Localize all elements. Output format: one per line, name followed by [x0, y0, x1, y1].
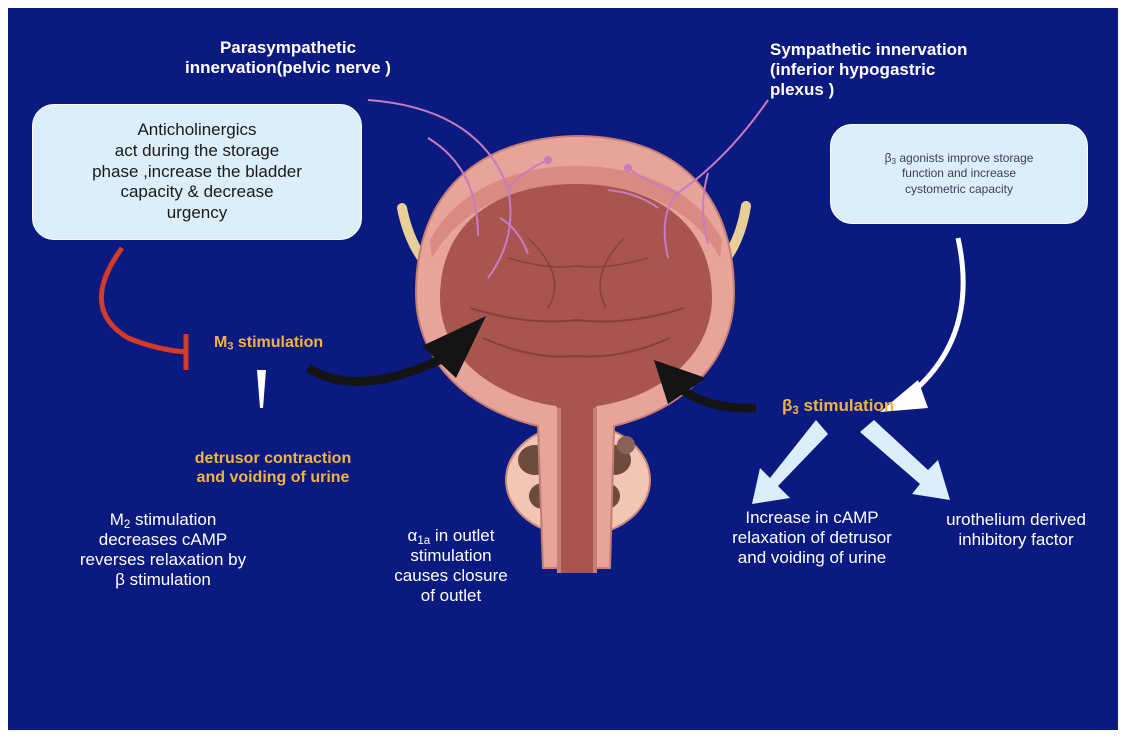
urothelium-line1: urothelium derived [926, 510, 1106, 530]
anticholinergics-line1: Anticholinergics [92, 120, 302, 141]
m2-line1: stimulation [130, 510, 216, 529]
m2-line3: reverses relaxation by [48, 550, 278, 570]
parasympathetic-label: Parasympathetic innervation(pelvic nerve… [178, 38, 398, 78]
urothelium-text: urothelium derived inhibitory factor [926, 510, 1106, 550]
sympathetic-line1: Sympathetic innervation [770, 40, 1040, 60]
camp-line3: and voiding of urine [702, 548, 922, 568]
beta-agonist-line3: cystometric capacity [885, 182, 1034, 198]
b3-rest: stimulation [799, 396, 894, 415]
anticholinergics-line4: capacity & decrease [92, 182, 302, 203]
detrusor-line1: detrusor contraction [168, 450, 378, 469]
beta-agonist-line2: function and increase [885, 166, 1034, 182]
parasympathetic-line1: Parasympathetic [178, 38, 398, 58]
m3-down-arrow [257, 370, 266, 408]
b3-to-bladder-arrow [680, 388, 756, 408]
m2-stimulation-text: M2 stimulation decreases cAMP reverses r… [48, 510, 278, 590]
m3-rest: stimulation [233, 334, 323, 351]
beta-agonist-box: β3 agonists improve storage function and… [830, 124, 1088, 224]
sympathetic-line2: (inferior hypogastric [770, 60, 1040, 80]
camp-line2: relaxation of detrusor [702, 528, 922, 548]
m2-line2: decreases cAMP [48, 530, 278, 550]
urethra [561, 408, 593, 573]
anticholinergics-line2: act during the storage [92, 141, 302, 162]
anticholinergics-box: Anticholinergics act during the storage … [32, 104, 362, 240]
urothelium-line2: inhibitory factor [926, 530, 1106, 550]
b3-to-camp-arrow [752, 420, 828, 504]
parasympathetic-line2: innervation(pelvic nerve ) [178, 58, 398, 78]
beta-agonist-line1: agonists improve storage [896, 151, 1033, 165]
m2-line4: β stimulation [48, 570, 278, 590]
detrusor-line2: and voiding of urine [168, 469, 378, 488]
m2-prefix: M [110, 510, 124, 529]
b3-prefix: β [782, 396, 792, 415]
alpha-line4: of outlet [376, 586, 526, 606]
b3-stimulation-label: β3 stimulation [782, 396, 894, 416]
m3-prefix: M [214, 334, 227, 351]
sympathetic-line3: plexus ) [770, 80, 1040, 100]
sympathetic-label: Sympathetic innervation (inferior hypoga… [770, 40, 1040, 100]
detrusor-contraction-label: detrusor contraction and voiding of urin… [168, 450, 378, 488]
anticholinergics-line3: phase ,increase the bladder [92, 162, 302, 183]
camp-line1: Increase in cAMP [702, 508, 922, 528]
m3-stimulation-label: M3 stimulation [214, 334, 323, 353]
diagram-panel: Parasympathetic innervation(pelvic nerve… [8, 8, 1118, 730]
inhibition-curve [101, 248, 186, 352]
m3-to-bladder-arrow [308, 356, 448, 381]
beta-box-to-b3-arrow [908, 238, 963, 396]
alpha-1a-text: α1a in outlet stimulation causes closure… [376, 526, 526, 606]
camp-text: Increase in cAMP relaxation of detrusor … [702, 508, 922, 568]
b3-to-urothelium-arrow [860, 420, 950, 500]
alpha-prefix: α [408, 526, 418, 545]
alpha-line3: causes closure [376, 566, 526, 586]
alpha-line1: in outlet [430, 526, 494, 545]
anticholinergics-line5: urgency [92, 203, 302, 224]
alpha-line2: stimulation [376, 546, 526, 566]
